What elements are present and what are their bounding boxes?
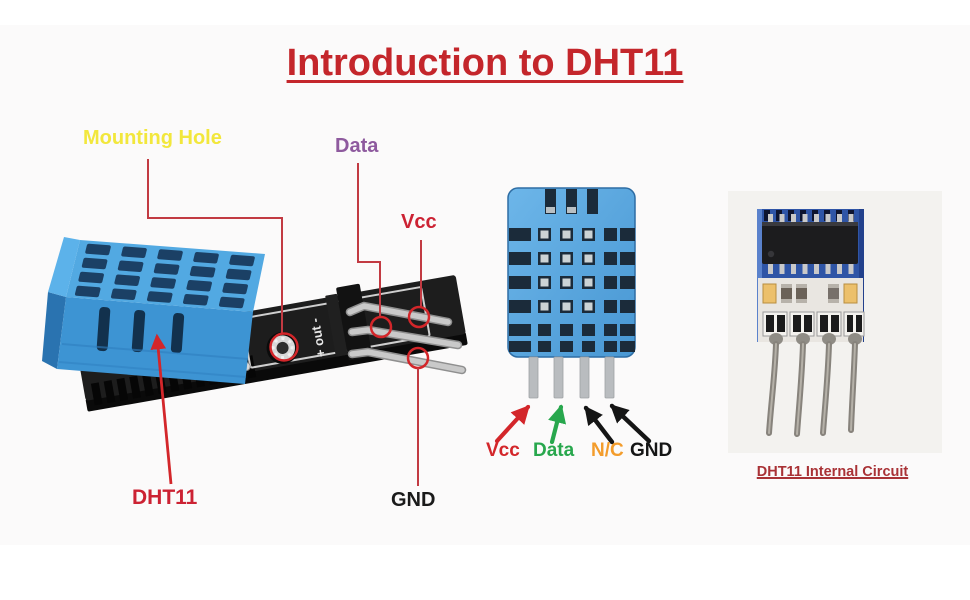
pinout-arrows — [494, 403, 652, 445]
dht11-arrow — [150, 333, 173, 485]
smd-components — [762, 283, 858, 304]
sensor-front-slots — [96, 306, 185, 354]
vcc-pin-label: Vcc — [401, 211, 437, 233]
mounting-hole-circle — [269, 332, 299, 362]
internal-pcb — [757, 209, 865, 345]
pinout-label-nc: N/C — [591, 440, 624, 461]
vcc-arrow — [494, 404, 531, 444]
internal-circuit-caption: DHT11 Internal Circuit — [756, 464, 909, 480]
pinout-label-vcc: Vcc — [486, 440, 520, 461]
pin-header-block-small — [325, 293, 348, 357]
solder-pads — [762, 311, 865, 337]
data-pin-circle — [369, 315, 393, 339]
dht11-internal-circuit-photo — [728, 191, 942, 453]
page-title: Introduction to DHT11 — [286, 42, 684, 84]
vcc-pin-circle — [407, 305, 431, 329]
mounting-hole-leader-line — [147, 159, 283, 333]
dht11-pinout-diagram — [494, 187, 652, 445]
sensor-hole-grid — [74, 243, 255, 309]
dht11-module-photo: + out - — [42, 159, 468, 486]
pinout-pattern — [509, 189, 635, 352]
gnd-arrow — [609, 403, 652, 444]
gnd-pin-label: GND — [391, 489, 436, 511]
data-leader-line — [357, 163, 381, 316]
pinout-label-data: Data — [533, 440, 575, 461]
pin-header-block — [336, 283, 373, 361]
pinout-pins — [528, 356, 615, 399]
internal-pins — [766, 341, 858, 437]
data-pin-label: Data — [335, 135, 379, 157]
photo-annotations — [147, 159, 431, 486]
pcb-silkscreen-text: + out - — [307, 317, 329, 358]
pinout-label-gnd: GND — [630, 440, 673, 461]
nc-arrow — [583, 405, 615, 445]
solder-blobs — [769, 333, 862, 345]
mounting-hole-label: Mounting Hole — [83, 127, 222, 149]
data-arrow — [548, 404, 567, 445]
sensor-body — [42, 237, 265, 384]
dht11-name-label: DHT11 — [132, 486, 198, 509]
ic-chip — [762, 222, 858, 264]
module-pins — [345, 301, 467, 375]
